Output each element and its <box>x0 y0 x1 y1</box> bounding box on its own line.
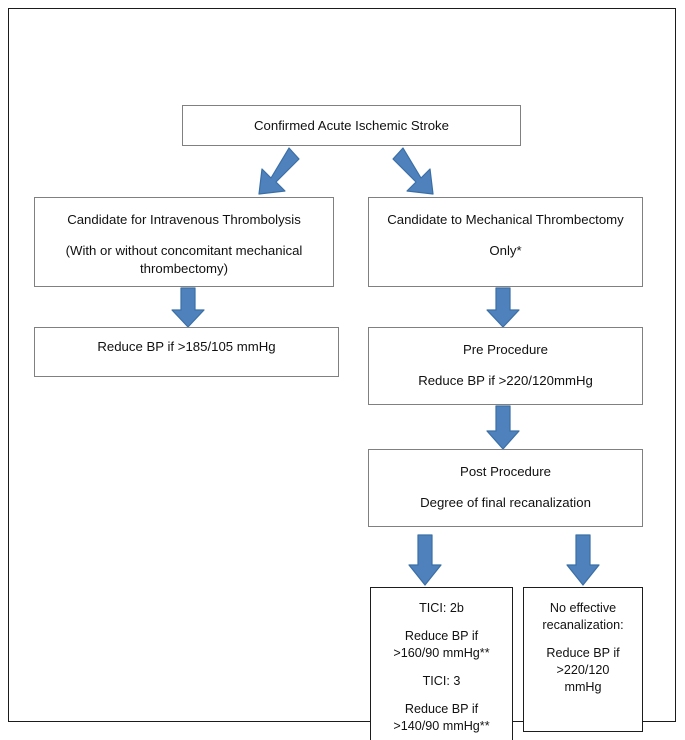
node-pre-procedure: Pre Procedure Reduce BP if >220/120mmHg <box>368 327 643 405</box>
node-text-line: Reduce BP if >185/105 mmHg <box>97 339 276 354</box>
node-candidate-for-intravenous-thrombolysis: Candidate for Intravenous Thrombolysis (… <box>34 197 334 287</box>
node-text-line: TICI: 3 <box>422 674 461 688</box>
arrow-down-icon <box>486 405 520 450</box>
node-text-line: Reduce BP if <box>404 702 479 716</box>
node-candidate-to-mechanical-thrombectomy-only: Candidate to Mechanical Thrombectomy Onl… <box>368 197 643 287</box>
node-text-line: Candidate to Mechanical Thrombectomy <box>387 212 624 227</box>
node-text-line: Candidate for Intravenous Thrombolysis <box>67 212 301 227</box>
arrow-down-icon <box>566 534 600 586</box>
arrow-mechanical-thrombectomy-to-pre-procedure <box>483 287 523 329</box>
arrow-down-icon <box>486 287 520 328</box>
arrow-iv-thrombolysis-to-reduce-bp-185 <box>168 287 208 329</box>
node-text-line: TICI: 2b <box>419 601 464 615</box>
node-text-line: >160/90 mmHg** <box>393 646 490 660</box>
node-text-line: Reduce BP if <box>404 629 479 643</box>
arrow-diagonal-down-left-icon <box>258 147 300 195</box>
node-text-line: Reduce BP if >220/120mmHg <box>418 372 593 388</box>
node-text-line: No effective <box>549 601 617 615</box>
node-text-line: >140/90 mmHg** <box>393 719 490 733</box>
arrow-confirmed-to-mechanical-thrombectomy <box>389 146 447 198</box>
arrow-confirmed-to-iv-thrombolysis <box>245 146 303 198</box>
node-confirmed-acute-ischemic-stroke: Confirmed Acute Ischemic Stroke <box>182 105 521 146</box>
node-text-line: Pre Procedure <box>462 342 549 357</box>
node-text-line: (With or without concomitant mechanical <box>65 242 303 258</box>
arrow-down-icon <box>171 287 205 328</box>
node-text-line: >220/120 <box>556 663 610 677</box>
node-text-line: mmHg <box>564 680 602 694</box>
node-text-line: Post Procedure <box>460 464 551 479</box>
arrow-down-icon <box>408 534 442 586</box>
node-post-procedure: Post Procedure Degree of final recanaliz… <box>368 449 643 527</box>
node-tici-outcome: TICI: 2b Reduce BP if >160/90 mmHg** TIC… <box>370 587 513 740</box>
node-text-line: Degree of final recanalization <box>420 494 591 510</box>
arrow-post-procedure-to-tici <box>405 534 445 588</box>
arrow-diagonal-down-right-icon <box>392 147 434 195</box>
node-text-line: Confirmed Acute Ischemic Stroke <box>254 117 449 133</box>
node-text-line: Only* <box>489 242 522 258</box>
arrow-pre-procedure-to-post-procedure <box>483 405 523 451</box>
arrow-post-procedure-to-no-recanalization <box>563 534 603 588</box>
node-no-effective-recanalization: No effective recanalization: Reduce BP i… <box>523 587 643 732</box>
node-reduce-bp-185-105: Reduce BP if >185/105 mmHg <box>34 327 339 377</box>
figure-frame: Confirmed Acute Ischemic Stroke Candidat… <box>8 8 676 740</box>
node-text-line: Reduce BP if <box>546 646 620 660</box>
node-text-line: thrombectomy) <box>140 260 228 276</box>
node-text-line: recanalization: <box>542 618 624 632</box>
